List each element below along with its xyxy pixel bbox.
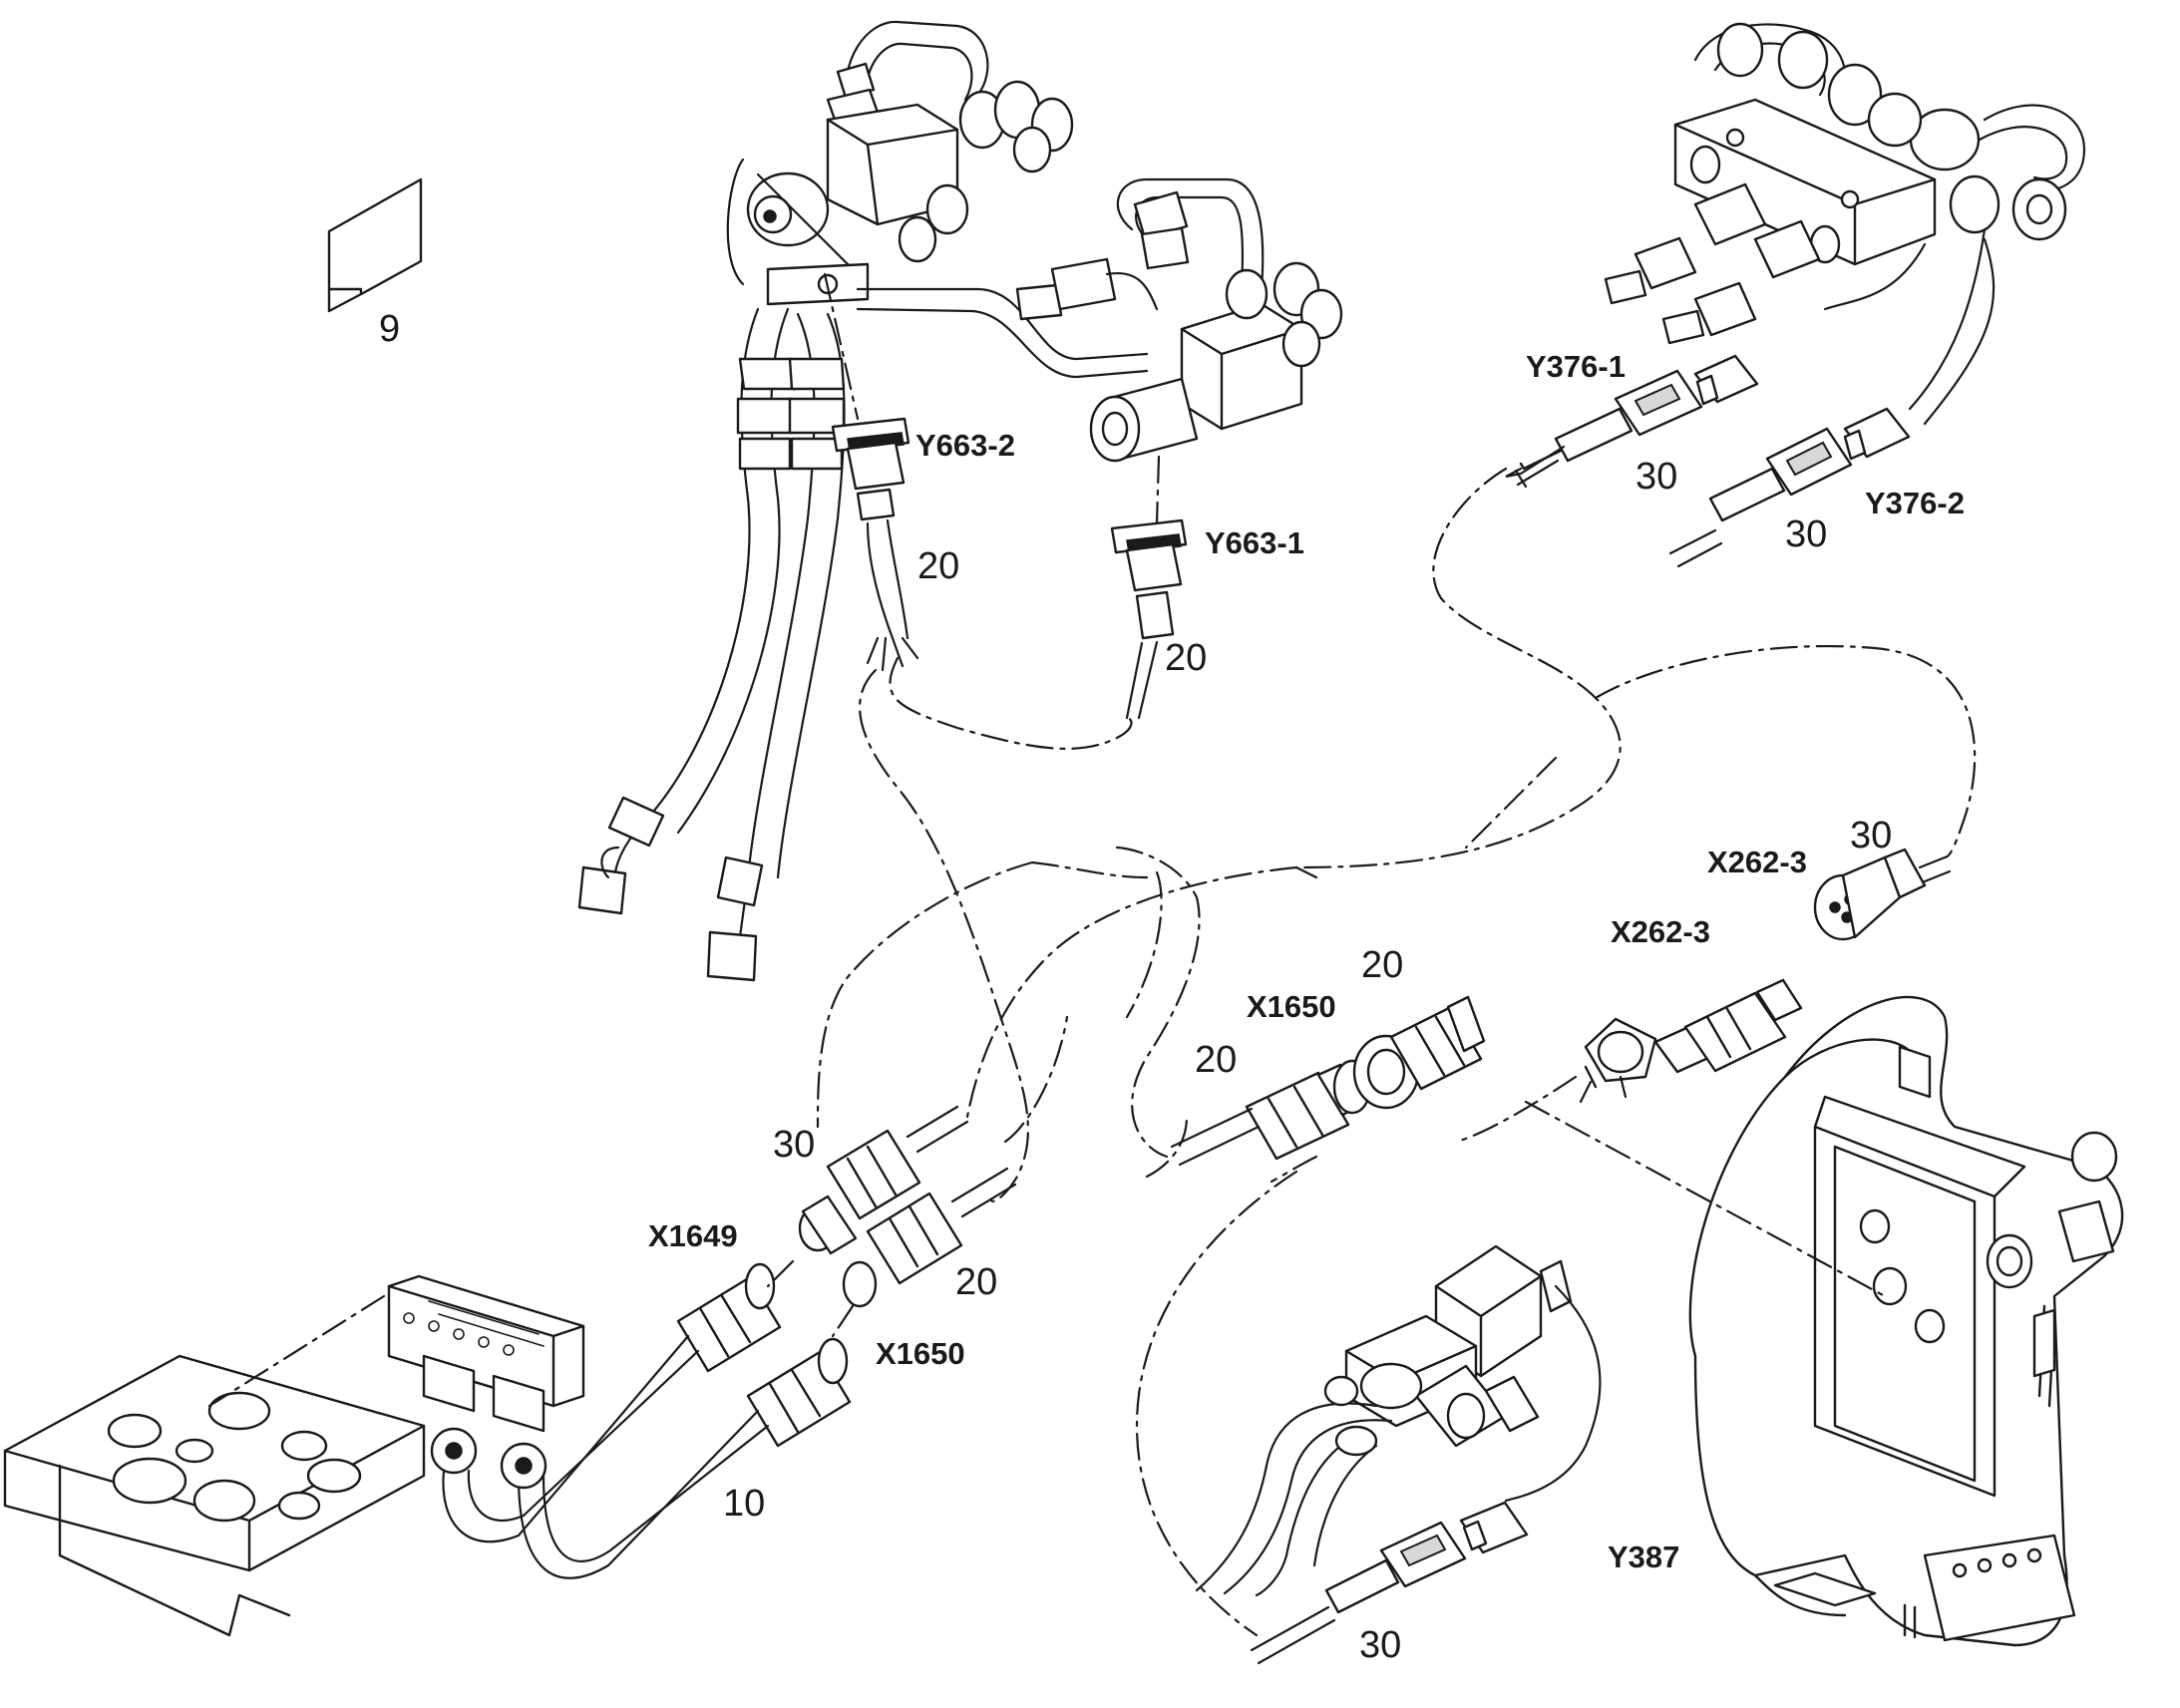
leader-lines [207,272,1977,1637]
valve-Y387 [1195,1244,1602,1665]
cable-harness-10 [442,1334,770,1579]
label-20-c: 20 [1361,944,1403,986]
label-Y663-1: Y663-1 [1205,525,1304,560]
connector-Y663-2 [831,417,919,672]
valve-assembly-right [1604,22,2086,426]
label-30-b: 30 [1785,513,1827,555]
valve-block-base [3,1354,426,1637]
connector-X262-3-female [1813,848,1952,941]
connector-X1649-pair [676,1105,969,1373]
quick-coupler-frame [1688,995,2124,1647]
label-X262-3-a: X262-3 [1707,845,1807,879]
label-X1650-top: X1650 [1247,989,1336,1024]
label-X1649: X1649 [648,1218,738,1253]
connector-Y663-1 [1110,518,1188,720]
connector-X262-3-male [1579,978,1803,1104]
connector-Y376-2 [1668,407,1911,568]
connector-X1650-pair-lower [746,1167,1017,1448]
document-sheet-icon [327,177,423,313]
control-module [387,1274,585,1490]
label-Y376-1: Y376-1 [1526,349,1626,384]
label-20-b: 20 [1165,637,1207,679]
label-30-e: 30 [1359,1624,1401,1666]
label-30-c: 30 [1850,815,1892,856]
label-X262-3-b: X262-3 [1611,914,1710,949]
label-30-a: 30 [1635,456,1677,498]
label-X1650-bottom: X1650 [876,1336,965,1371]
valve-assembly-middle [1015,177,1343,463]
label-20-e: 20 [955,1261,997,1303]
label-10: 10 [723,1483,765,1525]
label-Y387: Y387 [1608,1539,1679,1574]
label-20-a: 20 [917,545,959,587]
label-Y376-2: Y376-2 [1865,486,1965,520]
connector-Y376-1 [1505,354,1759,489]
label-20-d: 20 [1195,1039,1237,1081]
connector-X1650-pair [1170,995,1486,1167]
labels: 9 Y663-2 Y663-1 Y376-1 Y376-2 X262-3 X26… [379,308,1965,1666]
valve-assembly-left [577,20,1149,982]
label-Y663-2: Y663-2 [915,428,1015,463]
label-item-9: 9 [379,308,400,350]
label-30-d: 30 [773,1124,815,1166]
